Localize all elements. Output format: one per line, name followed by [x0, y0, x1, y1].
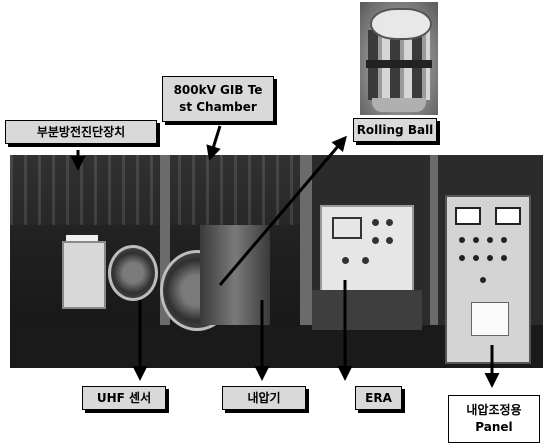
era-desk: [312, 290, 422, 330]
era-display: [332, 217, 362, 239]
panel-switch: [480, 277, 486, 283]
panel-plate: [471, 302, 509, 336]
rolling-ball-photo: [360, 2, 438, 115]
panel-meter: [455, 207, 481, 225]
era-knob: [342, 257, 349, 264]
panel-switch: [459, 237, 465, 243]
panel-switch: [473, 237, 479, 243]
panel-switch: [473, 255, 479, 261]
era-instrument: [320, 205, 414, 294]
label-control-panel: 내압조정용 Panel: [448, 395, 540, 443]
ball-base: [372, 98, 426, 112]
test-facility-photo: [10, 155, 543, 368]
era-knob: [362, 257, 369, 264]
panel-switch: [487, 255, 493, 261]
label-uhf-sensor: UHF 센서: [82, 386, 166, 410]
pillar: [300, 155, 312, 368]
panel-switch: [501, 237, 507, 243]
ball-ring: [366, 60, 432, 68]
ball-cap: [370, 8, 432, 40]
panel-switch: [501, 255, 507, 261]
chamber-arrow: [206, 125, 222, 161]
rolling-ball-arrow: [218, 135, 347, 286]
pillar: [430, 155, 438, 368]
label-test-chamber: 800kV GIB Te st Chamber: [162, 76, 274, 122]
era-knob: [386, 219, 393, 226]
panel-switch: [459, 255, 465, 261]
era-knob: [386, 237, 393, 244]
panel-switch: [487, 237, 493, 243]
uhf-sensor-flange: [108, 245, 158, 301]
era-knob: [372, 219, 379, 226]
pillar: [160, 155, 170, 368]
label-era: ERA: [355, 386, 402, 410]
label-partial-discharge: 부분방전진단장치: [5, 120, 157, 144]
voltage-control-panel: [445, 195, 531, 364]
label-transformer: 내압기: [222, 386, 306, 410]
panel-meter: [495, 207, 521, 225]
pd-diagnostic-cabinet: [62, 241, 106, 309]
era-knob: [372, 237, 379, 244]
label-rolling-ball: Rolling Ball: [353, 118, 437, 142]
